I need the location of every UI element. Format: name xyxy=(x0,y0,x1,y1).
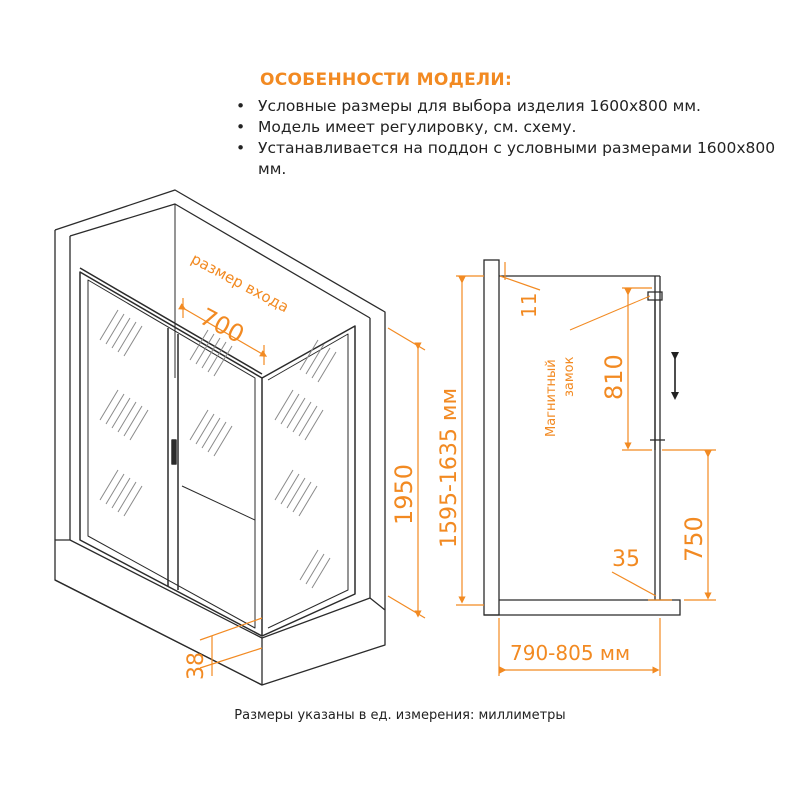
base-dimension xyxy=(199,617,263,676)
magnet-label-line2: замок xyxy=(562,356,577,397)
feature-item: Устанавливается на поддон с условными ра… xyxy=(236,138,776,180)
entry-size-label: размер входа xyxy=(188,250,292,317)
top-gap-value: 11 xyxy=(517,293,541,318)
width-range-dimension xyxy=(498,618,661,676)
feature-item: Модель имеет регулировку, см. схему. xyxy=(236,117,776,138)
magnet-span-dimension xyxy=(622,287,652,451)
adjust-range-dimension xyxy=(456,275,484,606)
feature-item: Условные размеры для выбора изделия 1600… xyxy=(236,96,776,117)
wall-back-outline xyxy=(54,189,386,610)
lower-height-value: 750 xyxy=(680,516,708,562)
magnet-label-line1: Магнитный xyxy=(544,359,559,437)
entry-dimension xyxy=(178,298,268,365)
features-title: ОСОБЕННОСТИ МОДЕЛИ: xyxy=(260,70,513,90)
magnet-leader xyxy=(569,295,651,331)
side-section xyxy=(483,259,681,616)
base-height-value: 38 xyxy=(184,652,209,680)
width-range-value: 790-805 мм xyxy=(510,641,630,665)
wall-section xyxy=(483,259,500,616)
height-dimension xyxy=(387,327,426,619)
side-panel xyxy=(261,325,356,637)
bottom-offset-dimension xyxy=(611,571,672,601)
tray-section xyxy=(484,599,681,616)
height-value: 1950 xyxy=(390,464,418,525)
features-list: Условные размеры для выбора изделия 1600… xyxy=(236,96,776,180)
bottom-offset-value: 35 xyxy=(612,547,640,572)
top-gap-dimension xyxy=(499,262,541,291)
lower-height-dimension xyxy=(662,449,716,601)
adjust-range-value: 1595-1635 мм xyxy=(437,388,462,548)
units-footnote: Размеры указаны в ед. измерения: миллиме… xyxy=(234,708,566,723)
magnet-span-value: 810 xyxy=(600,354,628,400)
